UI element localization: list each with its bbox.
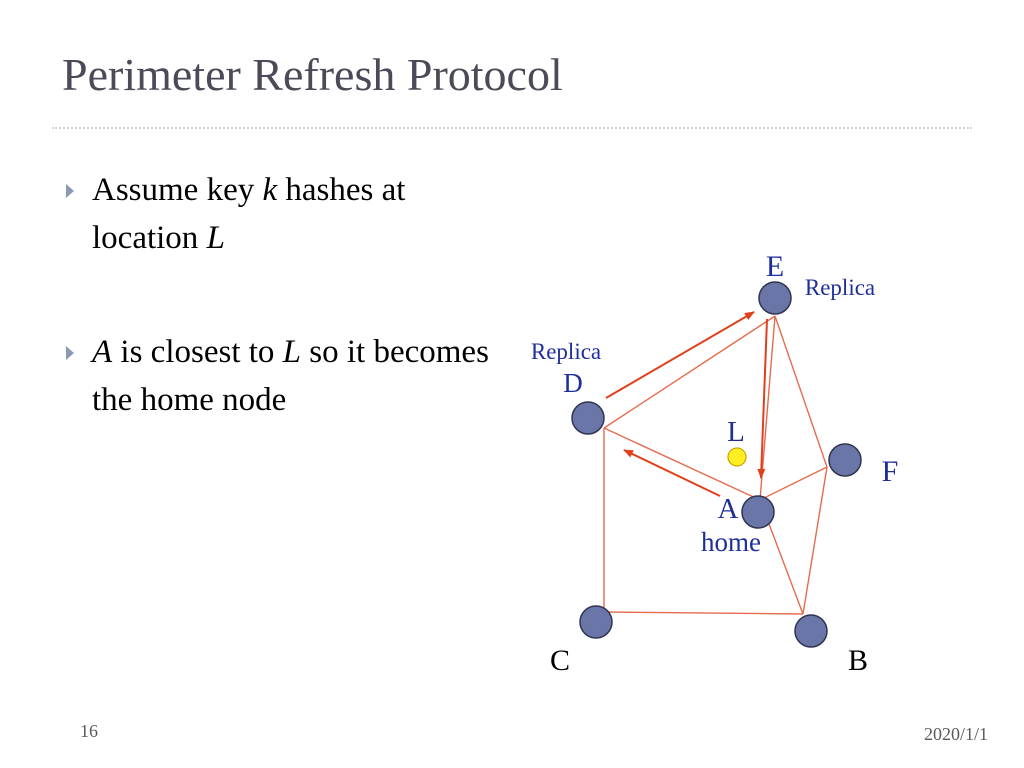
node-e: [758, 281, 792, 315]
italic-term: A: [92, 334, 113, 370]
node-c: [579, 605, 613, 639]
arrow-d-to-e: [605, 311, 755, 399]
node-label-a: A: [718, 493, 739, 525]
edge-d-e: [603, 315, 776, 429]
location-label: L: [727, 416, 745, 448]
edge-d-a: [603, 427, 761, 501]
italic-term: L: [282, 334, 302, 370]
bullet-list: Assume key k hashes at location L A is c…: [62, 166, 502, 424]
bullet-arrow-icon: [66, 346, 74, 360]
bullet-run: is closest to: [112, 334, 283, 370]
node-note-a: home: [701, 527, 761, 557]
edge-f-a: [759, 466, 828, 501]
footer-date: 2020/1/1: [923, 724, 988, 744]
edge-f-b: [802, 466, 828, 615]
node-label-e: E: [766, 250, 784, 283]
location-marker: [727, 447, 747, 467]
edges-layer: [603, 315, 828, 615]
italic-term: L: [206, 220, 225, 256]
nodes-layer: [571, 281, 862, 648]
edge-e-f: [774, 315, 828, 468]
bullet-text: Assume key k hashes at location L: [92, 172, 405, 256]
edge-e-a: [759, 315, 776, 501]
bullet-run: Assume key: [92, 172, 263, 208]
node-note-d: Replica: [531, 339, 601, 364]
node-label-b: B: [848, 644, 868, 677]
title-divider: [52, 127, 972, 129]
arrow-a-to-d: [623, 449, 721, 497]
node-a: [741, 495, 775, 529]
node-b: [794, 614, 828, 648]
edge-c-b: [603, 611, 804, 615]
node-label-c: C: [550, 644, 570, 677]
node-label-f: F: [882, 455, 899, 488]
node-label-d: D: [563, 368, 583, 398]
node-d: [571, 401, 605, 435]
bullet-arrow-icon: [66, 184, 74, 198]
bullet-item: Assume key k hashes at location L: [62, 166, 502, 262]
italic-term: k: [262, 172, 278, 208]
bullet-run: hashes at location: [92, 172, 406, 256]
page-number: 16: [80, 721, 98, 741]
arrows-layer: [605, 311, 768, 497]
node-f: [828, 443, 862, 477]
slide-title: Perimeter Refresh Protocol: [62, 49, 563, 100]
bullet-text: A is closest to L so it becomes the home…: [92, 334, 489, 418]
bullet-item: A is closest to L so it becomes the home…: [62, 328, 502, 424]
node-note-e: Replica: [805, 275, 875, 300]
bullet-run: so it becomes the home node: [92, 334, 489, 418]
arrow-e-to-a: [757, 318, 768, 479]
